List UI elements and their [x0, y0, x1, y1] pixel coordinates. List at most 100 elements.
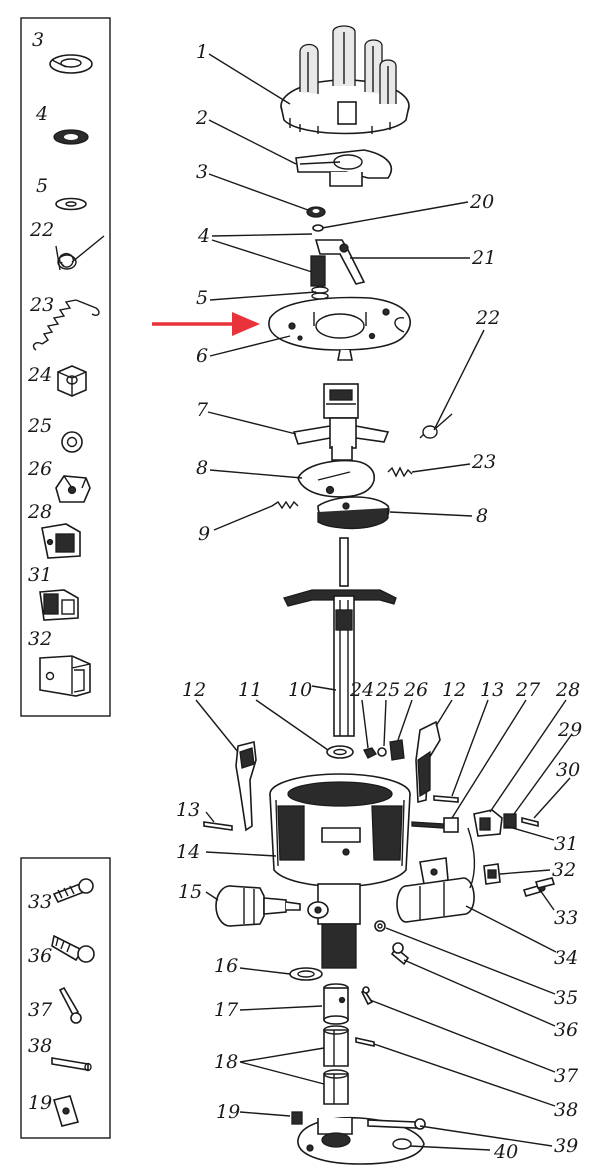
callout-32: 32: [552, 859, 576, 881]
callout-39: 39: [554, 1135, 578, 1157]
sidebar-label-38: 38: [28, 1035, 52, 1057]
callout-27: 27: [515, 679, 541, 701]
sidebar-part-clip-28: [41, 523, 81, 559]
part-flange: [297, 1116, 425, 1165]
part-rotor: [295, 149, 393, 187]
callout-38: 38: [554, 1099, 578, 1121]
sidebar-part-lock-washer: [49, 54, 93, 74]
part-terminal-27: [411, 817, 459, 833]
part-spring-9: [271, 500, 299, 510]
callout-31: 31: [554, 833, 578, 855]
callout-8b: 8: [476, 505, 488, 527]
sidebar-label-25: 25: [27, 415, 52, 437]
callout-14: 14: [176, 841, 200, 863]
part-pin-38: [355, 1037, 375, 1047]
callout-26: 26: [403, 679, 428, 701]
callout-10: 10: [288, 679, 312, 701]
callout-12a: 12: [182, 679, 206, 701]
sidebar-part-block-26: [55, 475, 91, 503]
part-condenser: [396, 827, 476, 923]
callout-30: 30: [556, 759, 580, 781]
sidebar-label-23: 23: [29, 294, 54, 316]
sidebar-part-clip-31: [39, 589, 79, 621]
callout-22: 22: [475, 307, 500, 329]
callout-20: 20: [469, 191, 494, 213]
sidebar-part-screw-33: [52, 878, 94, 904]
part-clip-32: [483, 863, 501, 885]
part-pin-13-right: [433, 795, 459, 803]
part-housing: [269, 773, 411, 969]
callout-2: 2: [195, 107, 208, 129]
part-screw-30: [521, 816, 539, 828]
sidebar-top-frame: [20, 17, 111, 717]
sidebar-label-31: 31: [28, 564, 52, 586]
part-leaf-spring-right: [415, 720, 441, 804]
part-sleeve-lower: [323, 1069, 349, 1105]
sidebar-part-key-19: [52, 1095, 80, 1127]
leader-lines: [195, 53, 573, 1151]
part-washer-11: [326, 745, 354, 759]
callout-36: 36: [554, 1019, 578, 1041]
sidebar-label-36: 36: [28, 945, 52, 967]
sidebar-label-33: 33: [28, 891, 52, 913]
callout-18: 18: [214, 1051, 238, 1073]
callout-13b: 13: [480, 679, 504, 701]
part-washer-20: [312, 224, 324, 232]
callout-25: 25: [375, 679, 400, 701]
part-key-19: [291, 1111, 303, 1125]
callout-1: 1: [196, 41, 208, 63]
callout-37: 37: [554, 1065, 579, 1087]
sidebar-label-22: 22: [29, 219, 54, 241]
callout-7: 7: [196, 399, 209, 421]
sidebar-part-screw-36: [51, 934, 95, 963]
callout-12b: 12: [442, 679, 466, 701]
part-washer-stack: [311, 286, 329, 300]
sidebar-part-torsion-spring: [55, 235, 105, 271]
sidebar-label-3: 3: [32, 29, 44, 51]
part-cam: [292, 383, 390, 461]
part-weight-upper: [297, 459, 376, 498]
callout-11: 11: [238, 679, 262, 701]
sidebar-label-24: 24: [27, 364, 52, 386]
sidebar-part-coil-spring: [32, 299, 100, 351]
callout-35: 35: [554, 987, 578, 1009]
part-distributor-cap: [280, 25, 410, 135]
sidebar-part-pin-37: [58, 986, 82, 1024]
part-washer-16: [289, 967, 323, 981]
part-clip-29: [503, 813, 517, 829]
pointer-arrow: [152, 312, 260, 336]
callout-23: 23: [471, 451, 496, 473]
part-weight-lower: [317, 496, 390, 530]
callout-9: 9: [198, 523, 210, 545]
part-nut-3: [306, 206, 326, 218]
callout-5: 5: [196, 287, 208, 309]
part-shaft: [283, 537, 397, 737]
part-washer-35: [374, 920, 386, 932]
part-vacuum-unit: [215, 885, 301, 927]
part-leaf-spring-left: [235, 741, 257, 832]
sidebar-label-5: 5: [36, 175, 48, 197]
callout-13a: 13: [176, 799, 200, 821]
part-block-26: [389, 739, 405, 761]
sidebar-part-ring-25: [61, 431, 83, 453]
sidebar-label-19: 19: [28, 1092, 52, 1114]
sidebar-label-4: 4: [35, 103, 48, 125]
callout-6: 6: [196, 345, 208, 367]
part-breaker-plate: [268, 296, 411, 361]
callout-21: 21: [471, 247, 496, 269]
part-pin-13-left: [203, 821, 233, 831]
part-pin-37: [361, 986, 374, 1006]
sidebar-label-28: 28: [27, 501, 52, 523]
part-sleeve-upper: [323, 1025, 349, 1067]
sidebar-label-37: 37: [28, 999, 53, 1021]
part-screw-33: [522, 877, 556, 897]
part-nut-24: [363, 747, 377, 759]
callout-24: 24: [349, 679, 374, 701]
part-spring-22: [419, 413, 453, 439]
sidebar-part-bracket-32: [39, 655, 91, 697]
sidebar-part-washer-5: [55, 197, 87, 211]
part-spring-23: [387, 466, 413, 478]
callout-19: 19: [216, 1101, 240, 1123]
